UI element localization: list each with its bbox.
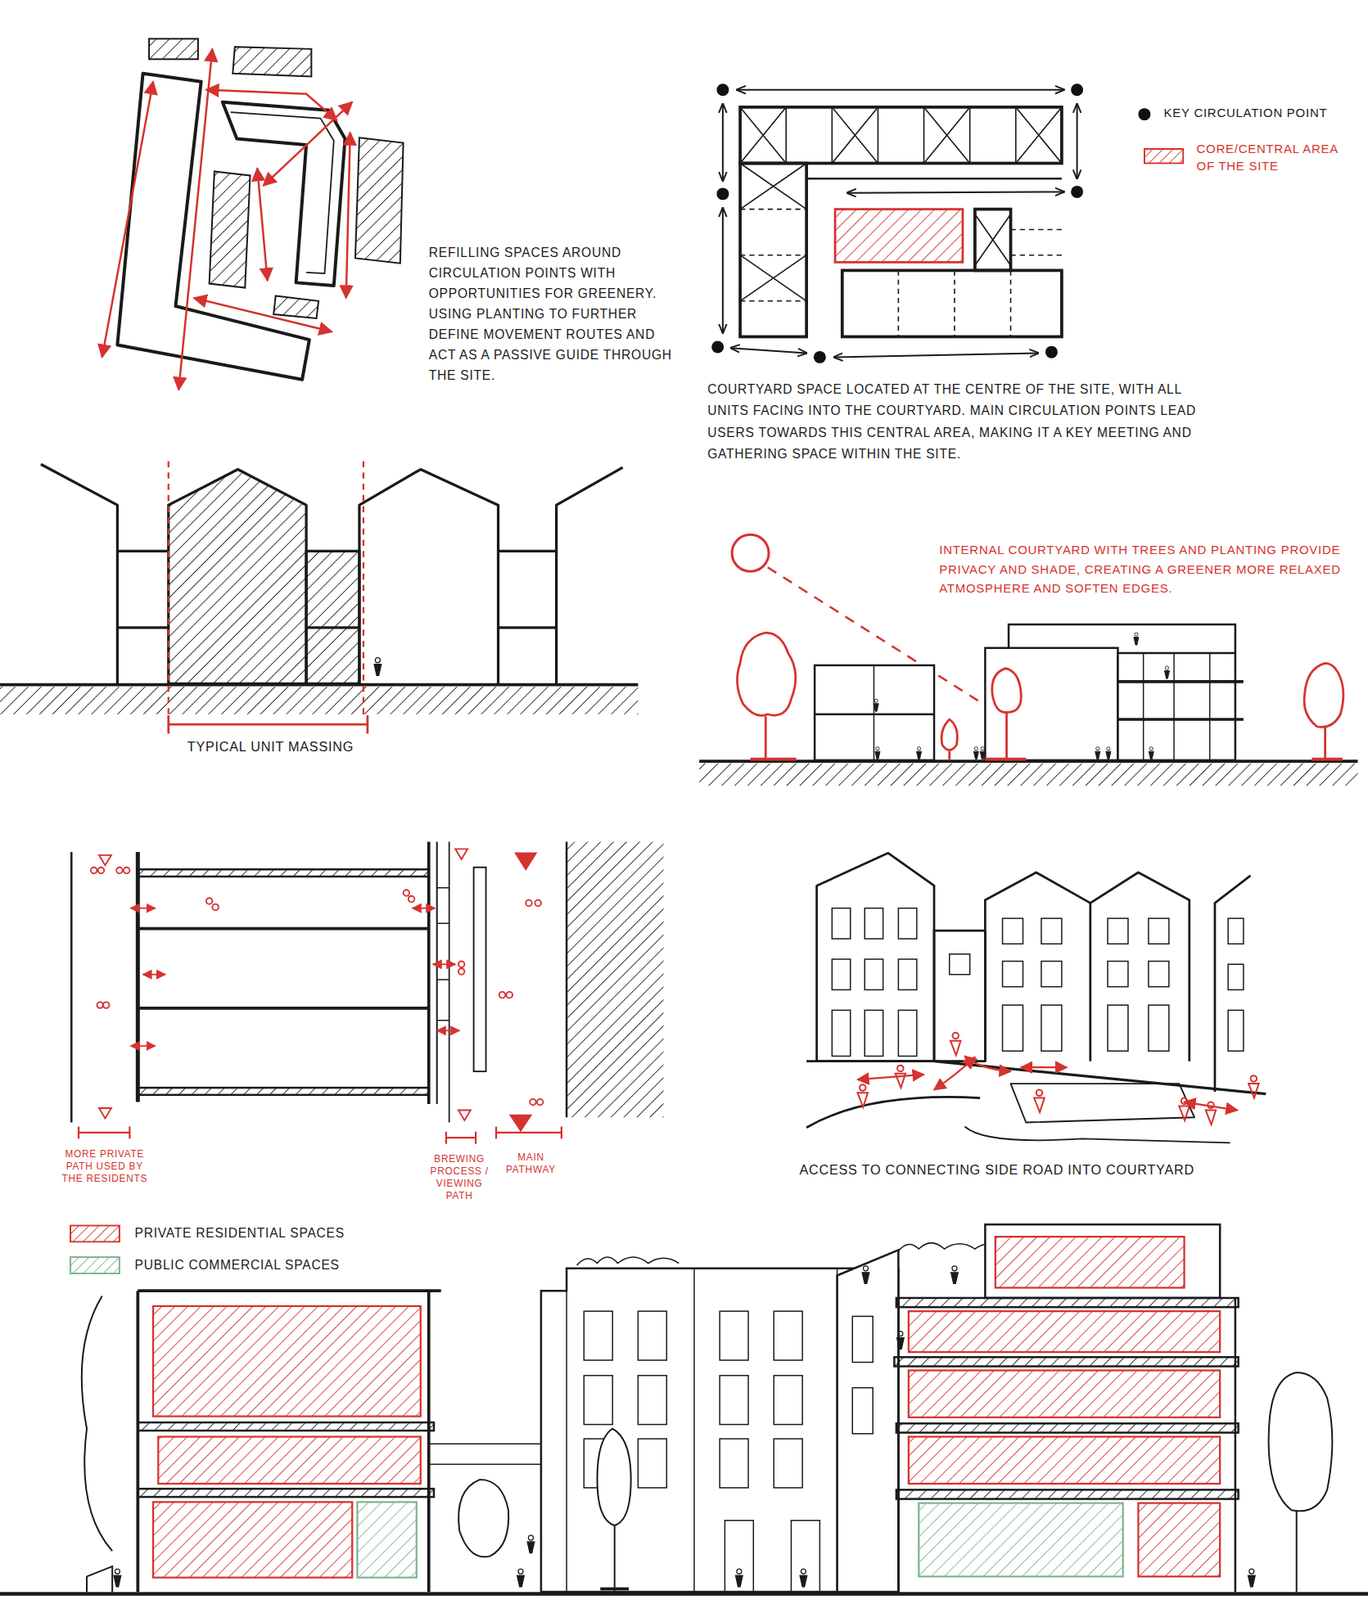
- legend-text: PUBLIC COMMERCIAL SPACES: [135, 1256, 442, 1275]
- legend-text: CORE/CENTRAL AREA OF THE SITE: [1196, 140, 1350, 176]
- legend-swatch: [69, 1256, 121, 1275]
- path-label: MAIN PATHWAY: [498, 1151, 565, 1176]
- courtyard-section: [699, 534, 1358, 786]
- courtyard-note: COURTYARD SPACE LOCATED AT THE CENTRE OF…: [707, 379, 1208, 466]
- courtyard-perspective: [806, 853, 1266, 1143]
- legend-text: KEY CIRCULATION POINT: [1164, 104, 1359, 122]
- path-label: BREWING PROCESS / VIEWING PATH: [422, 1153, 497, 1203]
- legend-swatch: [69, 1224, 121, 1243]
- path-plan: [71, 842, 664, 1145]
- path-label: MORE PRIVATE PATH USED BY THE RESIDENTS: [56, 1148, 154, 1186]
- legend-text: PRIVATE RESIDENTIAL SPACES: [135, 1224, 442, 1243]
- site-plan: [102, 38, 404, 390]
- perspective-caption: ACCESS TO CONNECTING SIDE ROAD INTO COUR…: [799, 1161, 1249, 1180]
- legend-swatch: [1137, 107, 1152, 122]
- massing-caption: TYPICAL UNIT MASSING: [153, 737, 389, 756]
- massing-elevation: [0, 461, 638, 735]
- site-note: REFILLING SPACES AROUND CIRCULATION POIN…: [428, 243, 685, 387]
- legend-swatch: [1143, 148, 1185, 165]
- courtyard-plan: [711, 83, 1084, 364]
- planting-note: INTERNAL COURTYARD WITH TREES AND PLANTI…: [939, 541, 1353, 600]
- long-section: [0, 1224, 1368, 1594]
